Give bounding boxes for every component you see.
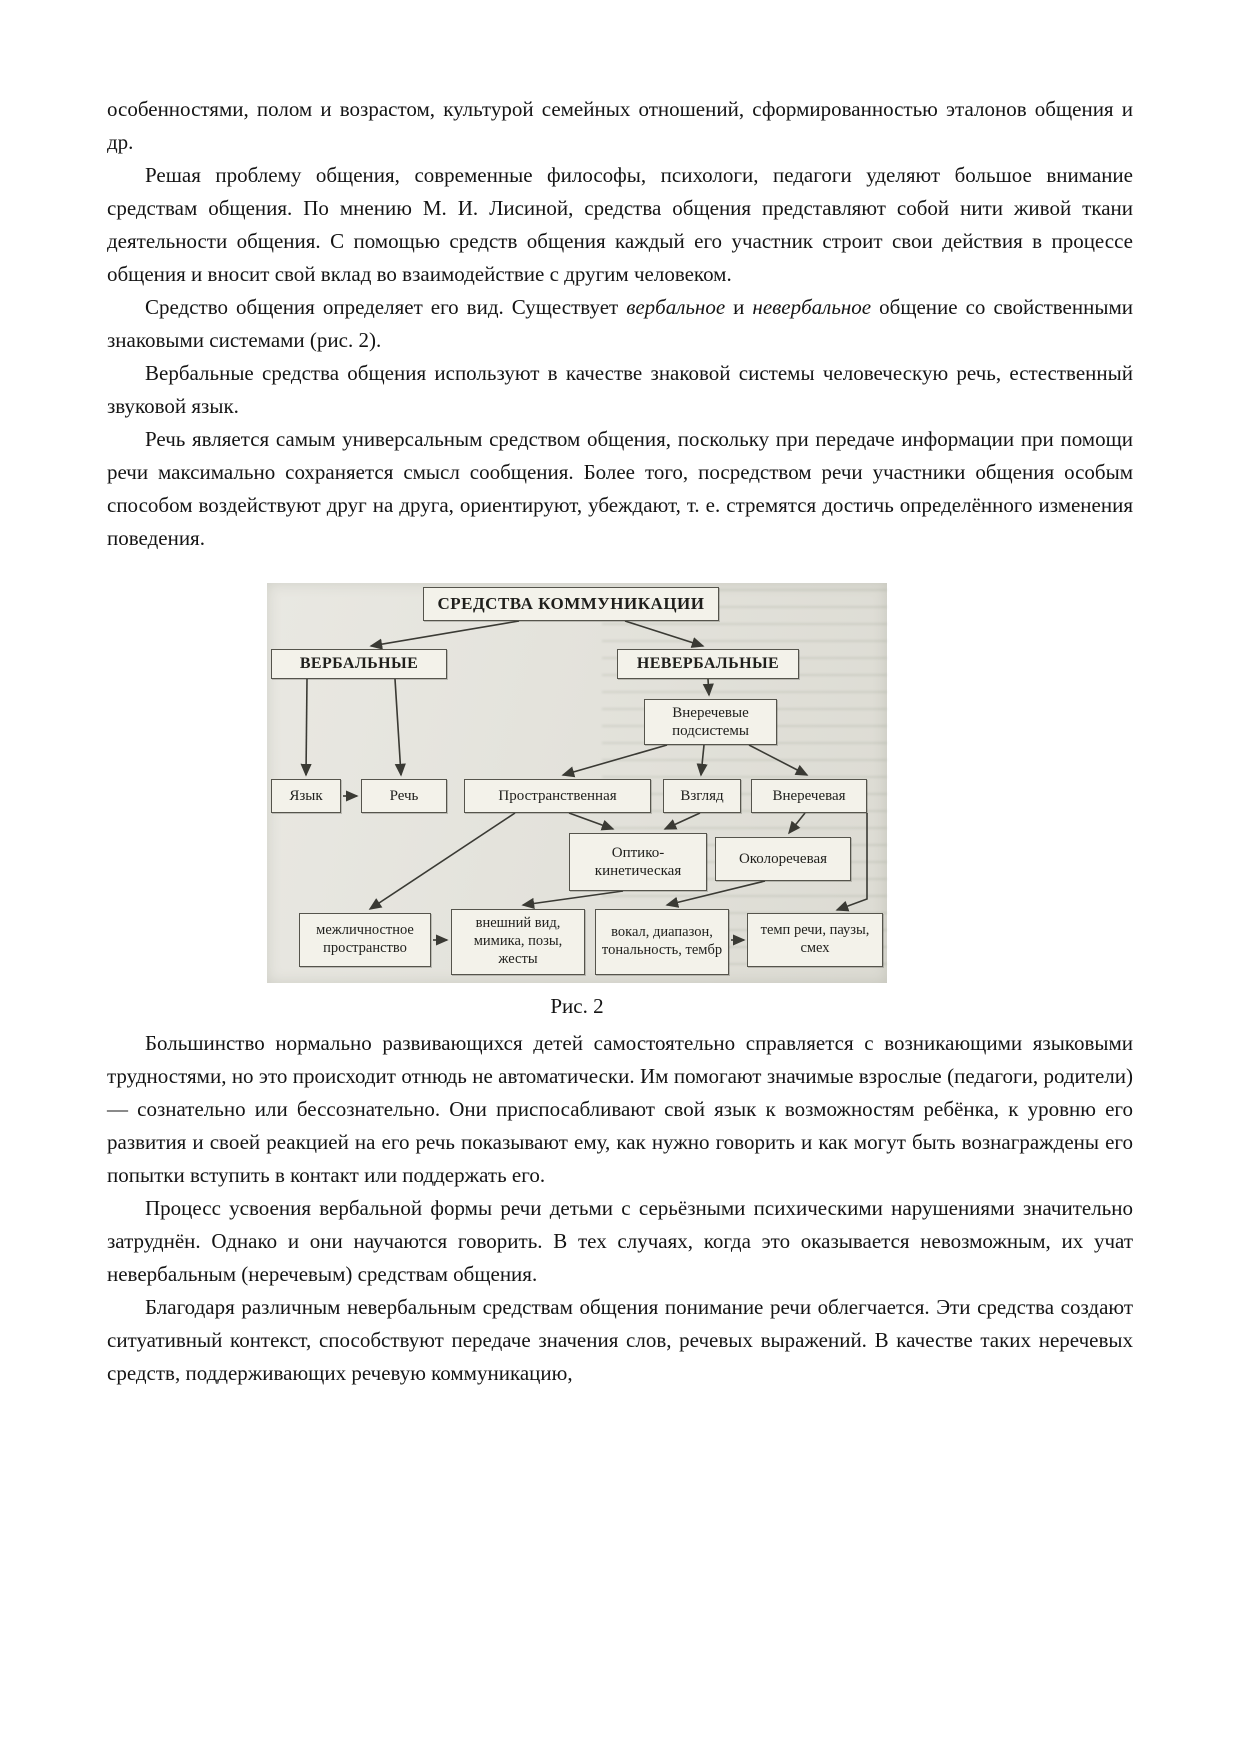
node-nonverbal: НЕВЕРБАЛЬНЫЕ xyxy=(617,649,799,679)
node-speech-tempo: темп речи, паузы, смех xyxy=(747,913,883,967)
paragraph-1: особенностями, полом и возрастом, культу… xyxy=(107,97,1133,154)
node-language: Язык xyxy=(271,779,341,813)
paragraph-5: Речь является самым универсальным средст… xyxy=(107,427,1133,550)
node-extraspeech: Внеречевая xyxy=(751,779,867,813)
paragraph-3-text: и xyxy=(725,295,753,319)
node-speech: Речь xyxy=(361,779,447,813)
figure-communication-scheme: СРЕДСТВА КОММУНИКАЦИИ ВЕРБАЛЬНЫЕ НЕВЕРБА… xyxy=(107,583,1133,1021)
node-paraspeech: Околоречевая xyxy=(715,837,851,881)
italic-term-nonverbal: невербальное xyxy=(752,295,872,319)
node-gaze: Взгляд xyxy=(663,779,741,813)
diagram-scan: СРЕДСТВА КОММУНИКАЦИИ ВЕРБАЛЬНЫЕ НЕВЕРБА… xyxy=(267,583,887,983)
paragraph-3: Средство общения определяет его вид. Сущ… xyxy=(107,291,1133,357)
node-appearance-mimic: внешний вид, мимика, позы, жесты xyxy=(451,909,585,975)
node-optokinetic: Оптико-кинетическая xyxy=(569,833,707,891)
paragraph-3-text: общение со свойственными знаковыми систе… xyxy=(107,295,1133,352)
node-extraspeech-subsystems: Внеречевые подсистемы xyxy=(644,699,777,745)
node-spatial: Пространственная xyxy=(464,779,651,813)
paragraph-6: Большинство нормально развивающихся дете… xyxy=(107,1031,1133,1187)
paragraph-8: Благодаря различным невербальным средств… xyxy=(107,1295,1133,1385)
node-interpersonal-space: межличностное пространство xyxy=(299,913,431,967)
paragraph-7: Процесс усвоения вербальной формы речи д… xyxy=(107,1196,1133,1286)
node-communication-means: СРЕДСТВА КОММУНИКАЦИИ xyxy=(423,587,719,621)
paragraph-4: Вербальные средства общения используют в… xyxy=(107,361,1133,418)
node-vocal-tonality: вокал, диапазон, тональность, тембр xyxy=(595,909,729,975)
diagram-arrows xyxy=(300,620,868,946)
italic-term-verbal: вербальное xyxy=(626,295,726,319)
paragraph-2: Решая проблему общения, современные фило… xyxy=(107,163,1133,286)
node-verbal: ВЕРБАЛЬНЫЕ xyxy=(271,649,447,679)
figure-caption: Рис. 2 xyxy=(550,994,604,1018)
paragraph-3-text: Средство общения определяет его вид. Сущ… xyxy=(145,295,627,319)
